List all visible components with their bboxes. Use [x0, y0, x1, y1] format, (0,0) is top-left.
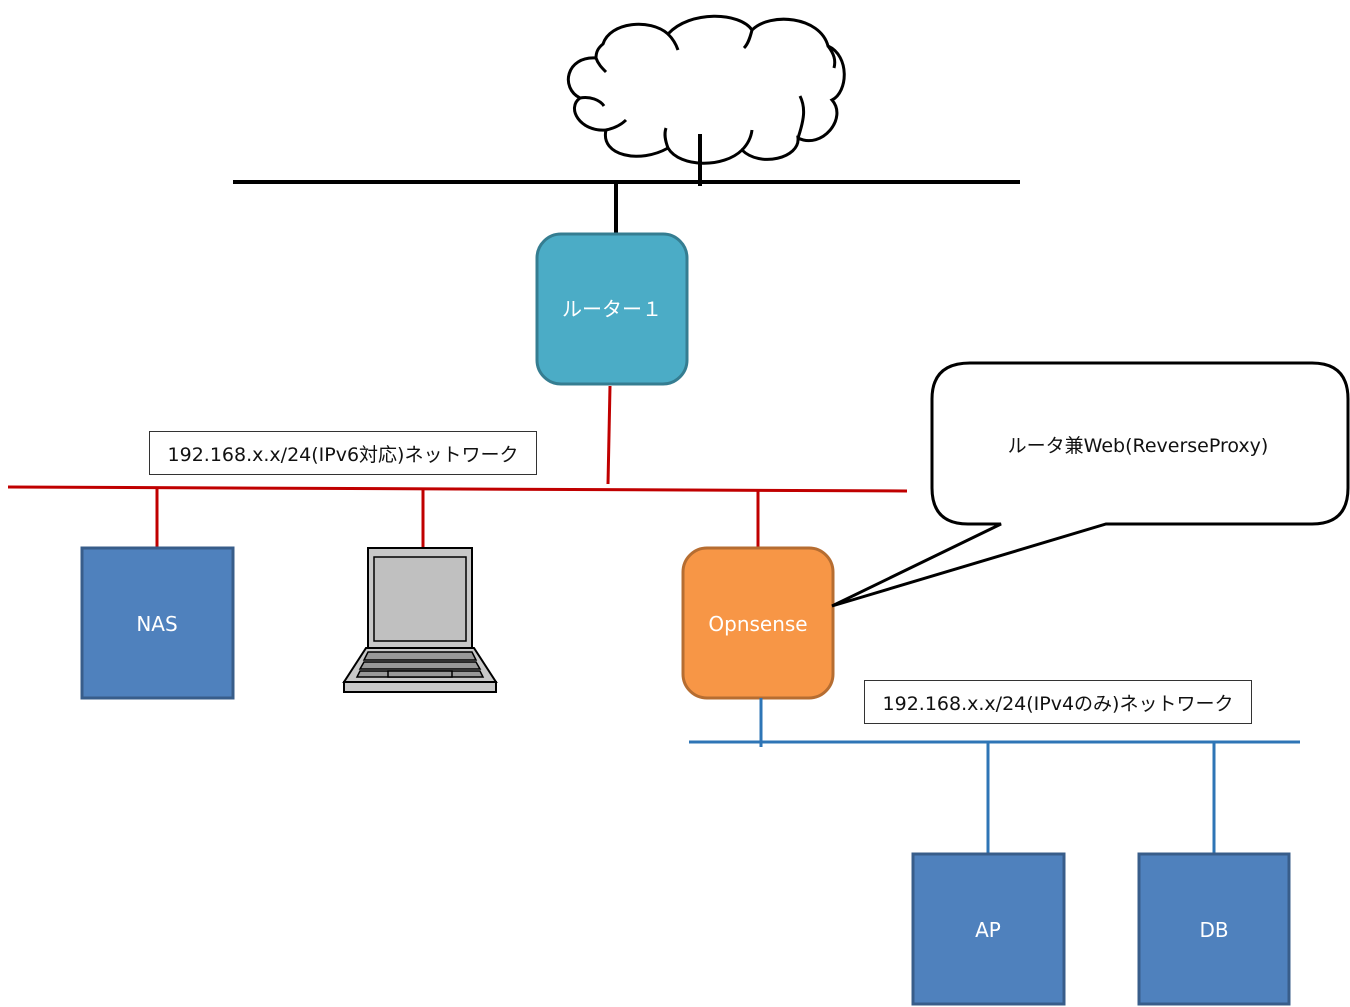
db-label: DB	[1199, 918, 1228, 942]
ap-label: AP	[975, 918, 1001, 942]
callout-text: ルータ兼Web(ReverseProxy)	[1008, 435, 1269, 457]
laptop-icon[interactable]	[342, 547, 498, 693]
router1-lan-link-line	[606, 385, 612, 485]
ipv6-network-label: 192.168.x.x/24(IPv6対応)ネットワーク	[149, 431, 537, 475]
router1-node[interactable]: ルーター１	[535, 232, 689, 386]
nas-node[interactable]: NAS	[80, 546, 235, 700]
ipv6-backbone-line	[7, 485, 908, 493]
callout-bubble: ルータ兼Web(ReverseProxy)	[831, 361, 1350, 608]
ap-node[interactable]: AP	[911, 852, 1066, 1006]
db-node[interactable]: DB	[1137, 852, 1291, 1006]
ipv4-network	[689, 698, 1300, 854]
wan-network	[233, 134, 1020, 235]
opnsense-label: Opnsense	[708, 612, 807, 636]
ipv4-network-label: 192.168.x.x/24(IPv4のみ)ネットワーク	[864, 680, 1252, 724]
nas-label: NAS	[136, 612, 177, 636]
cloud-icon	[566, 14, 846, 165]
router1-label: ルーター１	[562, 297, 662, 321]
ipv6-network	[7, 385, 908, 548]
opnsense-node[interactable]: Opnsense	[681, 546, 835, 700]
